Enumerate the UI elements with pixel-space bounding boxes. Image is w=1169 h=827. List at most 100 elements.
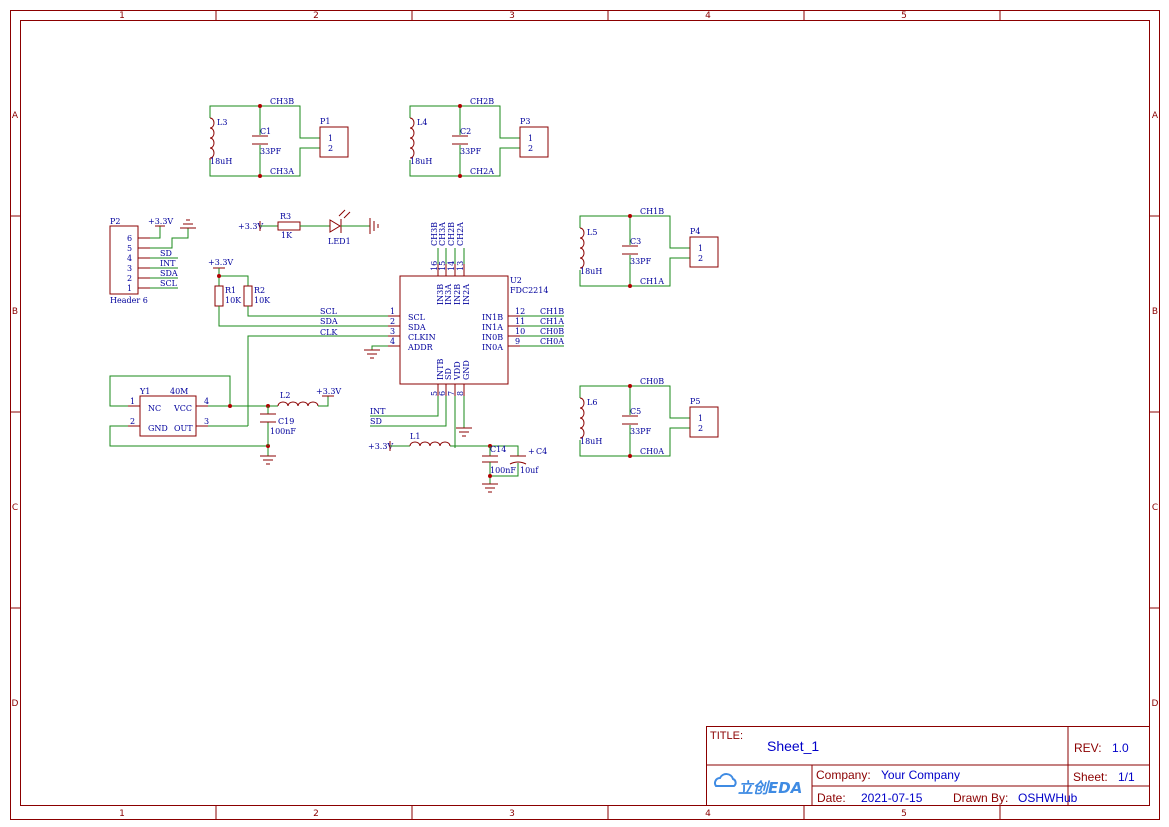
ic-pin-15-num: 15 [438,261,447,271]
inductor-symbol [409,441,451,447]
led-circuit: +3.3V R3 1K LED1 [238,209,379,246]
connector-ref: P3 [520,117,530,126]
ic-pin-in1b: IN1B [482,313,503,322]
inductor-ref: L4 [417,118,427,127]
ic-pin-8-num: 8 [456,391,465,396]
connector-pin-2: 2 [328,144,333,153]
col-label-3: 3 [509,11,515,21]
ic-pin-13-num: 13 [456,261,465,271]
supply-cap1-ref: C14 [490,445,506,454]
header-pin-1: 1 [127,284,132,293]
inductor-symbol [409,117,415,159]
led-power-label: +3.3V [238,222,263,231]
osc-pin-2-num: 2 [130,417,135,426]
supply-inductor-ref: L1 [410,432,420,441]
osc-pin-vcc: VCC [173,404,192,413]
inductor-symbol [277,401,319,407]
r1-value: 10K [225,296,242,305]
ic-pin-5-num: 5 [430,391,439,396]
ic-pin-clkin: CLKIN [408,333,436,342]
ic-pin-in2b: IN2B [453,284,462,305]
inductor-ref: L6 [587,398,597,407]
net-sda: SDA [320,317,338,326]
ic-net-ch1a: CH1A [540,317,564,326]
ic-pin-in0b: IN0B [482,333,503,342]
cap-value: 33PF [460,147,482,156]
ic-pin-intb: INTB [436,359,445,380]
header-net-int: INT [160,259,176,268]
r2-ref: R2 [254,286,265,295]
ic-pin-9-num: 9 [515,337,520,346]
osc-value: 40M [170,387,188,396]
ground-icon [456,427,472,437]
connector-pin-1: 1 [698,244,703,253]
osc-pin-out: OUT [174,424,193,433]
resistor-r2 [243,285,253,307]
ic-ref: U2 [510,276,522,285]
supply-cap2-ref: C4 [536,447,547,456]
ground-icon [260,455,276,465]
tank-circuit-ch0: L6 18uH C5 33PF CH0B CH0A P5 1 2 [579,377,719,458]
osc-ref: Y1 [139,387,150,396]
ground-icon [369,218,379,234]
net-label-top: CH1B [640,207,664,216]
pullup-resistors: +3.3V R1 10K R2 10K SCL SDA CLK [208,258,388,426]
cap-ref: C1 [260,127,271,136]
header-name: Header 6 [110,296,148,305]
led-ref: LED1 [328,237,351,246]
col-label-2-bottom: 2 [313,809,319,819]
net-label-bottom: CH2A [470,167,494,176]
inductor-symbol [579,227,585,269]
pullup-power-label: +3.3V [208,258,233,267]
ic-pin-in0a: IN0A [482,343,503,352]
net-label-top: CH2B [470,97,494,106]
inductor-symbol [209,117,215,159]
tank-circuit-ch1: L5 18uH C3 33PF CH1B CH1A P4 1 2 [579,207,719,288]
connector-pin-2: 2 [698,424,703,433]
rev-value: 1.0 [1112,741,1129,755]
ic-pin-7-num: 7 [447,391,456,396]
osc-cap-ref: C19 [278,417,294,426]
ic-pin-3-num: 3 [390,327,395,336]
company-label: Company: [816,768,871,782]
header-net-sd: SD [160,249,172,258]
net-label-bottom: CH0A [640,447,664,456]
col-label-5-bottom: 5 [901,809,907,819]
connector-ref: P4 [690,227,700,236]
row-label-a: A [12,111,19,121]
ic-pin-gnd: GND [462,360,471,380]
inductor-value: 18uH [580,267,602,276]
connector-body [319,126,349,158]
header-pin-5: 5 [127,244,132,253]
ic-fdc2214: U2 FDC2214 16 15 14 13 CH3B CH3A CH2B CH… [364,222,564,448]
eda-logo: 立创EDA [714,773,802,797]
osc-pin-3-num: 3 [204,417,209,426]
ic-pin-11-num: 11 [515,317,525,326]
cap-value: 33PF [260,147,282,156]
connector-body [689,236,719,268]
led-icon [329,209,351,233]
ground-icon [364,349,380,359]
ic-pin-4-num: 4 [390,337,395,346]
header-pin-3: 3 [127,264,132,273]
connector-body [689,406,719,438]
row-label-d: D [12,699,19,709]
connector-pin-1: 1 [528,134,533,143]
ic-pin-6-num: 6 [438,391,447,396]
ic-net-ch3a: CH3A [438,222,447,246]
connector-body [519,126,549,158]
supply-power-label: +3.3V [368,442,393,451]
cap-value: 33PF [630,257,652,266]
net-label-bottom: CH1A [640,277,664,286]
ic-part: FDC2214 [510,286,548,295]
date-value: 2021-07-15 [861,791,923,805]
row-label-c: C [12,503,18,513]
inductor-value: 18uH [210,157,232,166]
col-label-4: 4 [705,11,711,21]
ic-net-ch0b: CH0B [540,327,564,336]
osc-pin-4-num: 4 [204,397,209,406]
supply-cap2-polarity: + [528,447,535,456]
inductor-symbol [579,397,585,439]
ic-pin-12-num: 12 [515,307,525,316]
